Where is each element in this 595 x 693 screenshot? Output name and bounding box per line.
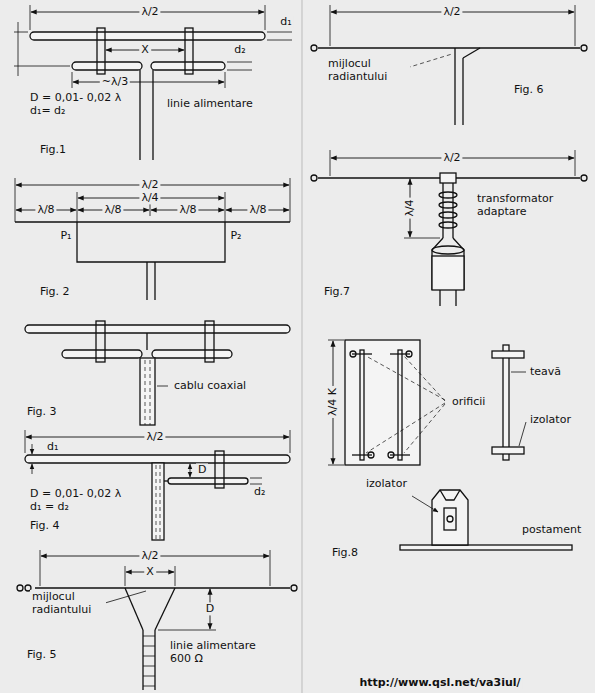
ladder-rung	[143, 676, 155, 677]
watermark: http://www.qsl.net/va3iul/	[357, 676, 522, 689]
dimension-label: λ/2	[139, 178, 160, 191]
part-label: mijlocul radiantului	[326, 57, 410, 83]
dimension-label: λ/2	[441, 5, 462, 18]
dimension-label: λ/8	[35, 203, 56, 216]
dimension-label: X	[144, 565, 156, 578]
part-label: mijlocul radiantului	[30, 590, 106, 616]
quarterwave-transformer-fig7	[311, 150, 587, 306]
part-label: postament	[520, 523, 583, 536]
t-match-dipole-fig2	[15, 178, 290, 300]
part-label: cablu coaxial	[172, 379, 248, 392]
insulator-mount-fig8	[328, 340, 572, 550]
formula-note: d₁ = d₂	[28, 500, 71, 513]
ladder-rung	[143, 646, 155, 647]
dimension-label: d₂	[232, 43, 247, 56]
dimension-label: λ/8	[247, 203, 268, 216]
part-label: izolator	[528, 413, 573, 426]
offcenter-fed-antenna-fig6	[311, 5, 587, 125]
dimension-label: λ/2	[139, 549, 160, 562]
figure-caption: Fig. 4	[28, 519, 62, 532]
dimension-label: d₂	[252, 485, 267, 498]
dimension-label: X	[139, 43, 151, 56]
coax-fed-dipole-fig3	[25, 321, 290, 425]
dimension-label: ~λ/3	[100, 75, 130, 88]
formula-note: D = 0,01- 0,02 λ	[28, 91, 123, 104]
point-label: P₂	[228, 229, 243, 242]
dimension-label: D	[196, 463, 208, 476]
formula-note: D = 0,01- 0,02 λ	[28, 487, 123, 500]
dimension-label: λ/4	[403, 197, 416, 218]
figure-caption: Fig. 6	[512, 83, 546, 96]
figure-caption: Fig. 5	[25, 648, 59, 661]
point-label: P₁	[58, 229, 73, 242]
column-divider	[302, 0, 303, 693]
dimension-label: λ/4 K	[326, 386, 339, 418]
figure-caption: Fig.1	[38, 143, 68, 156]
part-label: orificii	[450, 395, 487, 408]
figure-caption: Fig.8	[330, 546, 360, 559]
folded-dipole-fig1	[14, 5, 292, 160]
dimension-label: d₁	[45, 440, 60, 453]
ladder-rung	[143, 686, 155, 687]
part-label: izolator	[364, 477, 409, 490]
delta-match-dipole-fig5	[17, 550, 297, 690]
formula-note: d₁= d₂	[28, 104, 68, 117]
figure-caption: Fig.7	[322, 285, 352, 298]
dimension-label: λ/8	[102, 203, 123, 216]
dimension-label: D	[204, 602, 216, 615]
dimension-label: λ/8	[177, 203, 198, 216]
part-label: transformator adaptare	[475, 192, 589, 218]
dimension-label: λ/2	[139, 5, 160, 18]
dimension-label: λ/4	[139, 191, 160, 204]
gamma-match-dipole-fig4	[25, 430, 290, 540]
dimension-label: d₁	[278, 15, 293, 28]
figure-caption: Fig. 2	[38, 285, 72, 298]
dimension-label: λ/2	[441, 151, 462, 164]
part-label: linie alimentare	[165, 97, 255, 110]
dimension-label: λ/2	[144, 430, 165, 443]
part-label: linie alimentare 600 Ω	[168, 639, 282, 665]
ladder-rung	[143, 636, 155, 637]
part-label: teavă	[528, 365, 563, 378]
ladder-rung	[143, 656, 155, 657]
figure-caption: Fig. 3	[25, 405, 59, 418]
ladder-rung	[143, 666, 155, 667]
